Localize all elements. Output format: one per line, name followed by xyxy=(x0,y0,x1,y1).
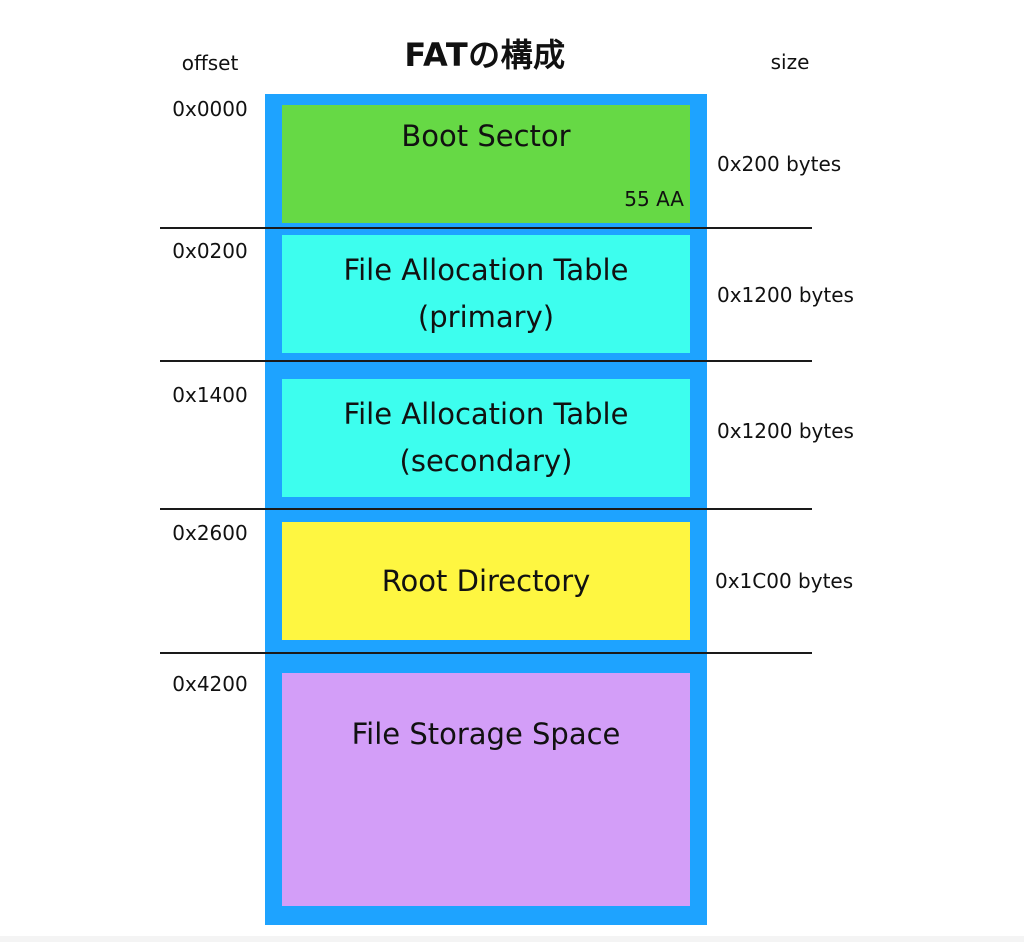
boot-signature: 55 AA xyxy=(624,187,684,211)
size-label: 0x200 bytes xyxy=(717,152,842,176)
offset-column-header: offset xyxy=(181,51,239,75)
offset-label: 0x2600 xyxy=(172,521,248,545)
size-label: 0x1C00 bytes xyxy=(715,569,854,593)
size-label: 0x1200 bytes xyxy=(717,419,854,443)
boundary-line xyxy=(160,360,812,362)
offset-label: 0x0200 xyxy=(172,239,248,263)
size-label: 0x1200 bytes xyxy=(717,283,854,307)
region-label: File Storage Space xyxy=(352,711,621,758)
size-column-header: size xyxy=(770,50,810,74)
region-label-line: Root Directory xyxy=(381,563,591,598)
region-label: File Allocation Table (primary) xyxy=(344,247,629,341)
region-fat-secondary: File Allocation Table (secondary) xyxy=(282,379,690,497)
region-label: Root Directory xyxy=(382,558,591,605)
boundary-line xyxy=(160,652,812,654)
region-boot-sector: Boot Sector xyxy=(282,105,690,223)
region-root-directory: Root Directory xyxy=(282,522,690,640)
region-label-line: File Allocation Table xyxy=(343,397,629,431)
boundary-line xyxy=(160,508,812,510)
region-fat-primary: File Allocation Table (primary) xyxy=(282,235,690,353)
region-label: File Allocation Table (secondary) xyxy=(344,391,629,485)
offset-label: 0x0000 xyxy=(172,97,248,121)
region-label: Boot Sector xyxy=(401,113,570,160)
boundary-line xyxy=(160,227,812,229)
offset-label: 0x1400 xyxy=(172,383,248,407)
region-label-line: (secondary) xyxy=(399,444,573,478)
region-label-line: File Storage Space xyxy=(351,717,621,751)
region-label-line: Boot Sector xyxy=(401,119,571,153)
offset-label: 0x4200 xyxy=(172,672,248,696)
diagram-title: FATの構成 xyxy=(404,36,566,74)
region-label-line: (primary) xyxy=(417,300,555,334)
region-file-storage-space: File Storage Space xyxy=(282,673,690,906)
region-label-line: File Allocation Table xyxy=(343,253,629,287)
bottom-edge xyxy=(0,936,1024,942)
